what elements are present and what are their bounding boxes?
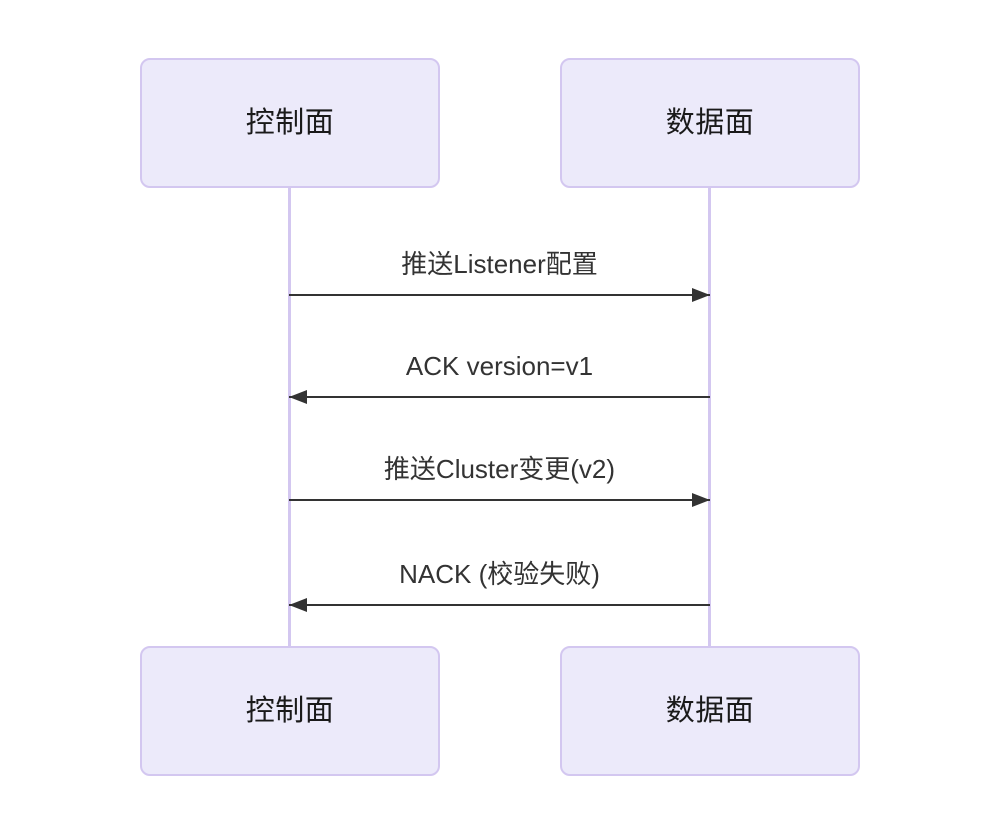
arrow-right-icon [692,288,710,302]
participant-box-data-plane-top[interactable]: 数据面 [560,58,860,188]
arrow-left-icon [289,390,307,404]
message-3-line [289,499,710,501]
participant-box-control-plane-top[interactable]: 控制面 [140,58,440,188]
lifeline-control-plane [288,188,291,646]
message-1-line [289,294,710,296]
participant-label-control-plane-bottom: 控制面 [245,694,335,727]
arrow-right-icon [692,493,710,507]
lifeline-data-plane [708,188,711,646]
participant-label-control-plane-top: 控制面 [245,106,335,139]
message-4-line [289,604,710,606]
participant-label-data-plane-top: 数据面 [665,106,755,139]
participant-label-data-plane-bottom: 数据面 [665,694,755,727]
message-3-label: 推送Cluster变更(v2) [383,453,616,484]
message-2-label: ACK version=v1 [405,350,594,381]
participant-box-data-plane-bottom[interactable]: 数据面 [560,646,860,776]
participant-box-control-plane-bottom[interactable]: 控制面 [140,646,440,776]
message-1-label: 推送Listener配置 [401,248,598,279]
arrow-left-icon [289,598,307,612]
message-4-label: NACK (校验失败) [399,558,600,589]
message-2-line [289,396,710,398]
